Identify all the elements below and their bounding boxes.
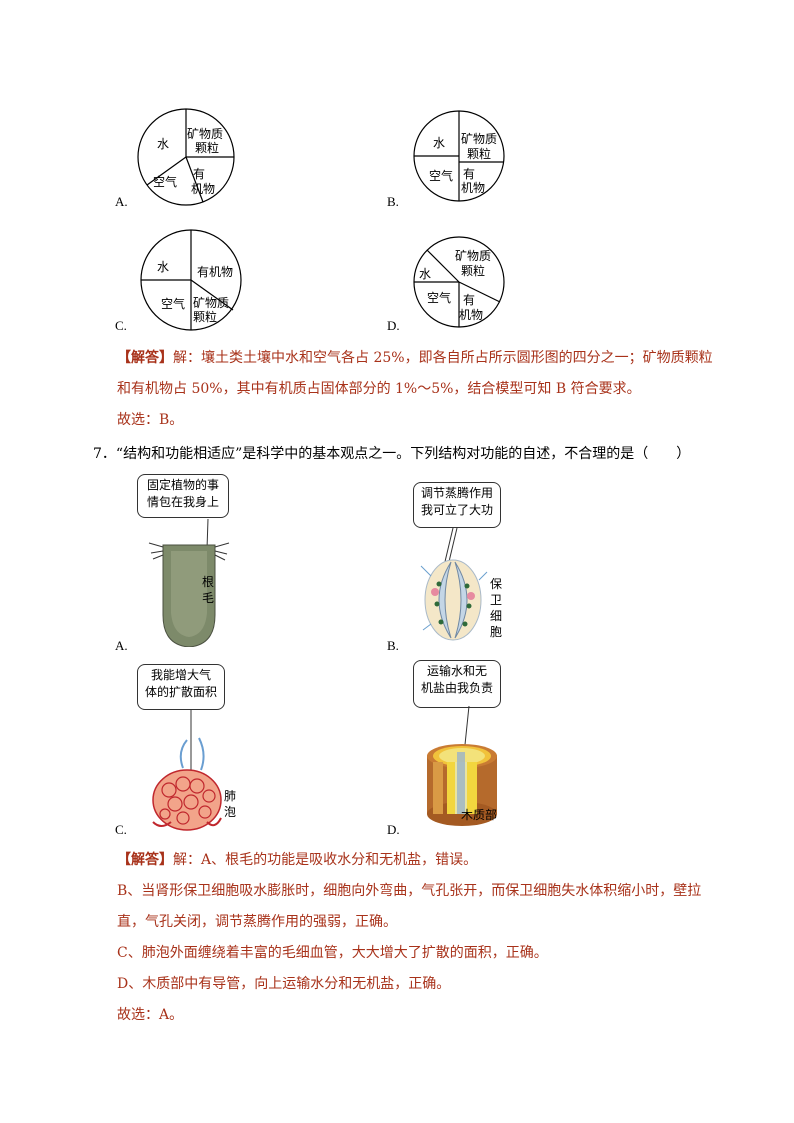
answer-line-3: 故选：B。 [117, 412, 184, 428]
option-letter: C. [115, 822, 127, 837]
q7-answer: 【解答】解：A、根毛的功能是吸收水分和无机盐，错误。 B、当肾形保卫细胞吸水膨胀… [117, 845, 757, 1031]
q7-option-a: 固定植物的事 情包在我身上 根 毛 A. [115, 474, 255, 654]
alveoli-illustration [152, 710, 222, 831]
mineral-label: 矿物质 [193, 296, 229, 310]
q6-option-d: D. 水 矿物质 颗粒 空气 有 机物 [387, 236, 517, 336]
q7-option-d: 运输水和无 机盐由我负责 木质部 D. [387, 660, 537, 840]
organic-label-2: 机物 [459, 308, 483, 322]
organic-label: 有 [463, 293, 475, 307]
mineral-label: 矿物质 [461, 132, 497, 146]
air-label: 空气 [153, 174, 177, 189]
q6-answer: 【解答】解：壤土类土壤中水和空气各占 25%，即各自所占所示圆形图的四分之一；矿… [117, 343, 737, 436]
organic-label-2: 机物 [461, 181, 485, 195]
speech-bubble: 固定植物的事 情包在我身上 [137, 474, 229, 518]
answer-line-2: B、当肾形保卫细胞吸水膨胀时，细胞向外弯曲，气孔张开，而保卫细胞失水体积缩小时，… [117, 883, 702, 899]
bubble-line-2: 我可立了大功 [420, 503, 493, 517]
mineral-label-2: 颗粒 [193, 309, 217, 324]
answer-line-6: 故选：A。 [117, 1007, 184, 1023]
mineral-label-2: 颗粒 [461, 263, 485, 278]
speech-bubble: 我能增大气 体的扩散面积 [137, 664, 225, 710]
water-label: 水 [157, 137, 169, 151]
guard-cell-label: 保 卫 细 胞 [489, 576, 503, 640]
mineral-label: 矿物质 [455, 249, 491, 263]
answer-text: 解：壤土类土壤中水和空气各占 25%，即各自所占所示圆形图的四分之一；矿物质颗粒 [173, 350, 713, 366]
side-char: 根 [201, 575, 214, 589]
option-letter: B. [387, 638, 399, 653]
speech-bubble: 运输水和无 机盐由我负责 [413, 660, 501, 708]
pie-chart-d: 水 矿物质 颗粒 空气 有 机物 [413, 236, 505, 328]
q6-option-c: C. 水 有机物 空气 矿物质 颗粒 [115, 228, 247, 336]
water-label: 水 [419, 267, 431, 281]
side-char: 细 [489, 609, 502, 623]
stem-cross-section-illustration [427, 706, 497, 826]
answer-line-2: 和有机物占 50%，其中有机质占固体部分的 1%～5%，结合模型可知 B 符合要… [117, 381, 641, 397]
mineral-label: 矿物质 [187, 127, 223, 141]
bubble-line-2: 机盐由我负责 [420, 681, 493, 695]
organic-label-2: 机物 [191, 182, 215, 196]
side-char: 卫 [489, 593, 502, 607]
pie-chart-c: 水 有机物 空气 矿物质 颗粒 [140, 229, 242, 331]
answer-line-5: D、木质部中有导管，向上运输水分和无机盐，正确。 [117, 976, 451, 992]
answer-line-1: 【解答】解：A、根毛的功能是吸收水分和无机盐，错误。 [117, 845, 757, 876]
mineral-label-2: 颗粒 [467, 146, 491, 161]
option-letter: A. [115, 638, 128, 653]
organic-label: 有 [193, 167, 205, 181]
side-char: 保 [489, 577, 502, 591]
root-hair-label: 根 毛 [201, 574, 215, 606]
answer-line-4: C、肺泡外面缠绕着丰富的毛细血管，大大增大了扩散的面积，正确。 [117, 945, 548, 961]
air-label: 空气 [161, 296, 185, 311]
q7-option-b: 调节蒸腾作用 我可立了大功 保 卫 细 胞 B. [387, 482, 527, 657]
question-7-stem: 7．“结构和功能相适应”是科学中的基本观点之一。下列结构对功能的自述，不合理的是… [93, 446, 691, 462]
mineral-label-2: 颗粒 [195, 140, 219, 155]
speech-bubble: 调节蒸腾作用 我可立了大功 [413, 482, 501, 528]
water-label: 水 [157, 260, 169, 274]
answer-line-3: 直，气孔关闭，调节蒸腾作用的强弱，正确。 [117, 914, 397, 930]
air-label: 空气 [427, 290, 451, 305]
side-char: 肺 [223, 789, 236, 803]
option-letter: B. [387, 194, 399, 209]
root-tip-illustration [148, 518, 230, 647]
side-char: 胞 [489, 625, 502, 639]
bubble-line-1: 运输水和无 [426, 664, 487, 678]
option-letter: C. [115, 318, 127, 333]
answer-text: 解：A、根毛的功能是吸收水分和无机盐，错误。 [173, 852, 478, 868]
organic-label: 有机物 [197, 265, 233, 279]
option-letter: D. [387, 318, 400, 333]
bubble-line-1: 我能增大气 [150, 668, 211, 682]
side-char: 毛 [201, 591, 214, 605]
pie-chart-a: 水 矿物质 颗粒 空气 有 机物 [137, 108, 235, 206]
water-label: 水 [433, 136, 445, 150]
bubble-line-1: 调节蒸腾作用 [420, 486, 493, 500]
answer-tag: 【解答】 [117, 852, 173, 868]
air-label: 空气 [429, 168, 453, 183]
bubble-line-1: 固定植物的事 [146, 478, 219, 492]
alveolus-label: 肺 泡 [223, 788, 237, 820]
q7-option-c: 我能增大气 体的扩散面积 肺 泡 C. [115, 664, 255, 840]
guard-cell-illustration [420, 527, 488, 641]
answer-tag: 【解答】 [117, 350, 173, 366]
bubble-line-2: 情包在我身上 [146, 495, 219, 509]
option-letter: D. [387, 822, 400, 837]
q6-option-a: A. 水 矿物质 颗粒 空气 有 机物 [115, 108, 245, 212]
bubble-line-2: 体的扩散面积 [144, 685, 217, 699]
option-letter: A. [115, 194, 128, 209]
answer-line-1: 【解答】解：壤土类土壤中水和空气各占 25%，即各自所占所示圆形图的四分之一；矿… [117, 343, 737, 374]
q6-option-b: B. 水 矿物质 颗粒 空气 有 机物 [387, 108, 517, 212]
organic-label: 有 [463, 167, 475, 181]
side-char: 泡 [223, 805, 236, 819]
pie-chart-b: 水 矿物质 颗粒 空气 有 机物 [413, 110, 505, 202]
xylem-label: 木质部 [461, 808, 498, 822]
